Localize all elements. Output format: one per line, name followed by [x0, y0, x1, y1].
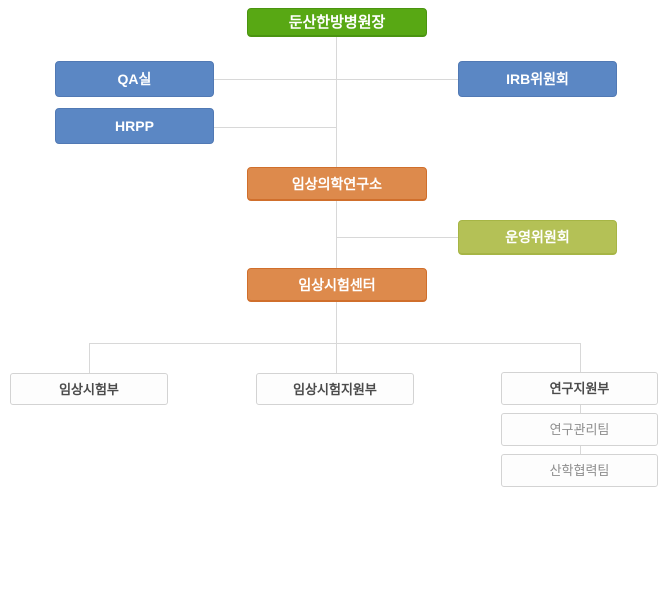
node-industry-academia-team: 산학협력팀	[501, 454, 658, 487]
connector-industry-academia	[580, 446, 581, 454]
connector-qa-irb	[214, 79, 458, 80]
connector-drop-trial-support	[336, 343, 337, 373]
connector-institute-to-center	[336, 201, 337, 268]
node-qa-office: QA실	[55, 61, 214, 97]
node-irb-committee: IRB위원회	[458, 61, 617, 97]
connector-director-to-institute	[336, 37, 337, 167]
connector-drop-trial-dept	[89, 343, 90, 373]
connector-research-mgmt	[580, 405, 581, 413]
connector-branch-horizontal	[89, 343, 580, 344]
connector-center-to-branch	[336, 302, 337, 343]
node-clinical-trial-support-dept: 임상시험지원부	[256, 373, 414, 405]
connector-drop-research-support	[580, 343, 581, 372]
node-research-support-dept: 연구지원부	[501, 372, 658, 405]
node-clinical-trial-center: 임상시험센터	[247, 268, 427, 302]
node-clinical-medicine-institute: 임상의학연구소	[247, 167, 427, 201]
node-steering-committee: 운영위원회	[458, 220, 617, 255]
connector-steering	[336, 237, 458, 238]
connector-hrpp	[214, 127, 336, 128]
node-hrpp: HRPP	[55, 108, 214, 144]
node-research-mgmt-team: 연구관리팀	[501, 413, 658, 446]
node-clinical-trial-dept: 임상시험부	[10, 373, 168, 405]
node-hospital-director: 둔산한방병원장	[247, 8, 427, 37]
